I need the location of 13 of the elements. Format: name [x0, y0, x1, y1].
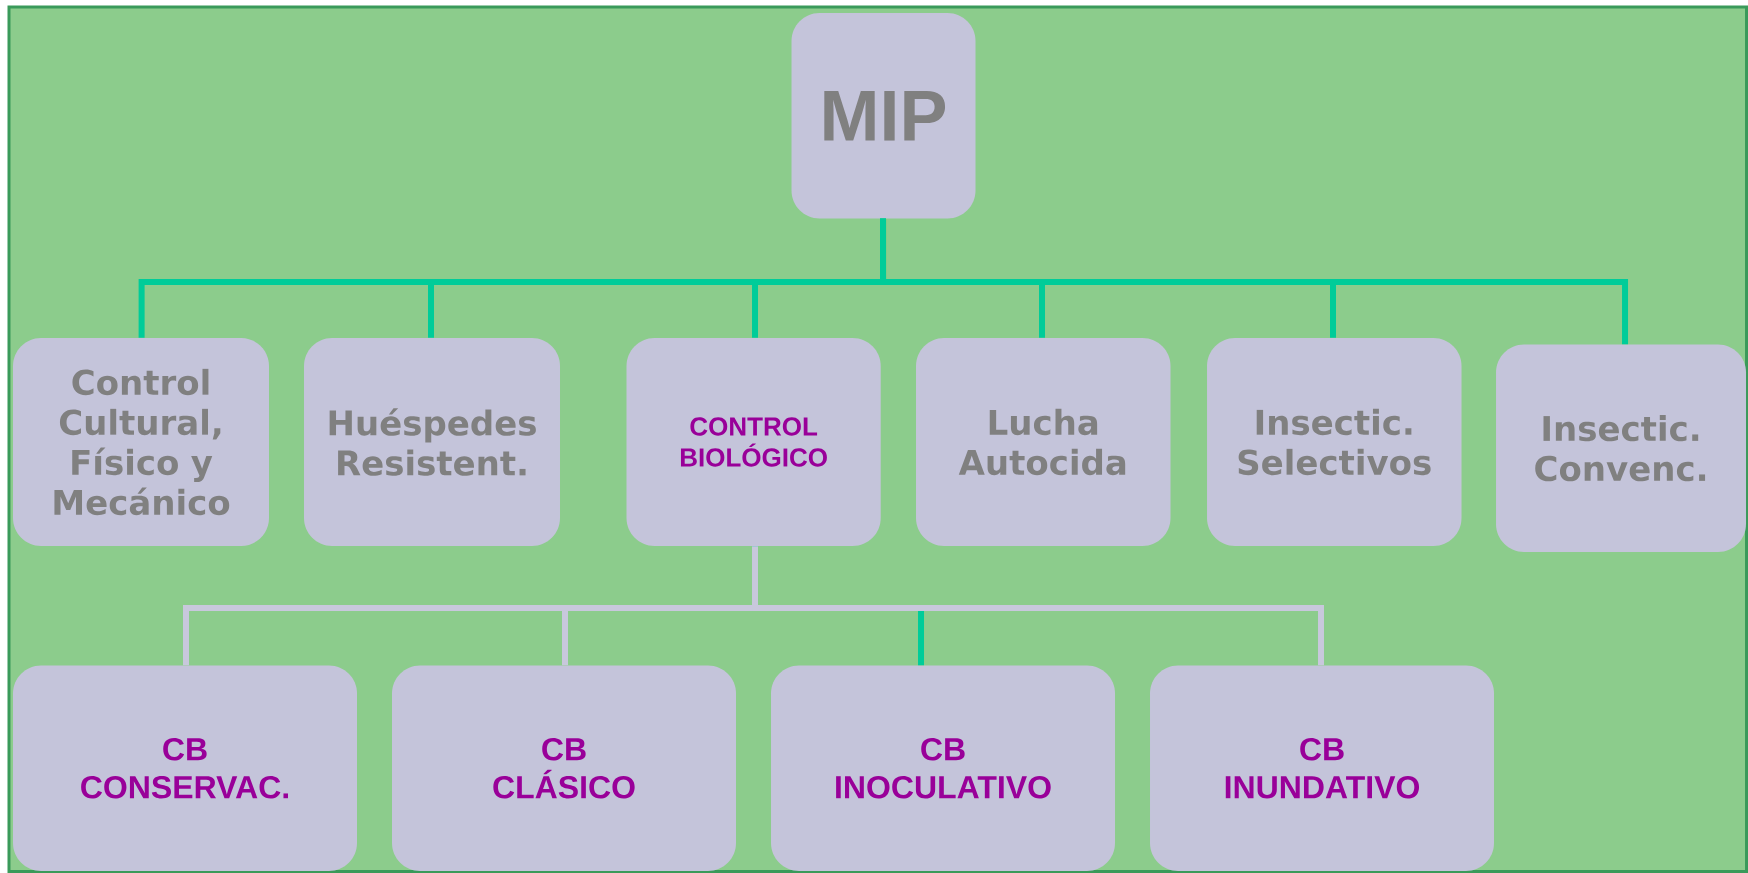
category-box: Control Cultural, Físico y Mecánico	[13, 338, 269, 546]
category-box: Huéspedes Resistent.	[304, 338, 560, 546]
subcategory-box: CB CLÁSICO	[392, 665, 736, 871]
category-box: Lucha Autocida	[916, 338, 1171, 546]
category-box: Insectic. Selectivos	[1207, 338, 1462, 546]
root-box: MIP	[791, 13, 976, 219]
category-box: Insectic. Convenc.	[1496, 344, 1746, 552]
subcategory-box: CB CONSERVAC.	[13, 665, 357, 871]
subcategory-box: CB INOCULATIVO	[771, 665, 1115, 871]
subcategory-box: CB INUNDATIVO	[1150, 665, 1494, 871]
category-box: CONTROL BIOLÓGICO	[626, 338, 881, 546]
connector-line	[752, 546, 1324, 666]
connector-line	[880, 218, 1628, 345]
